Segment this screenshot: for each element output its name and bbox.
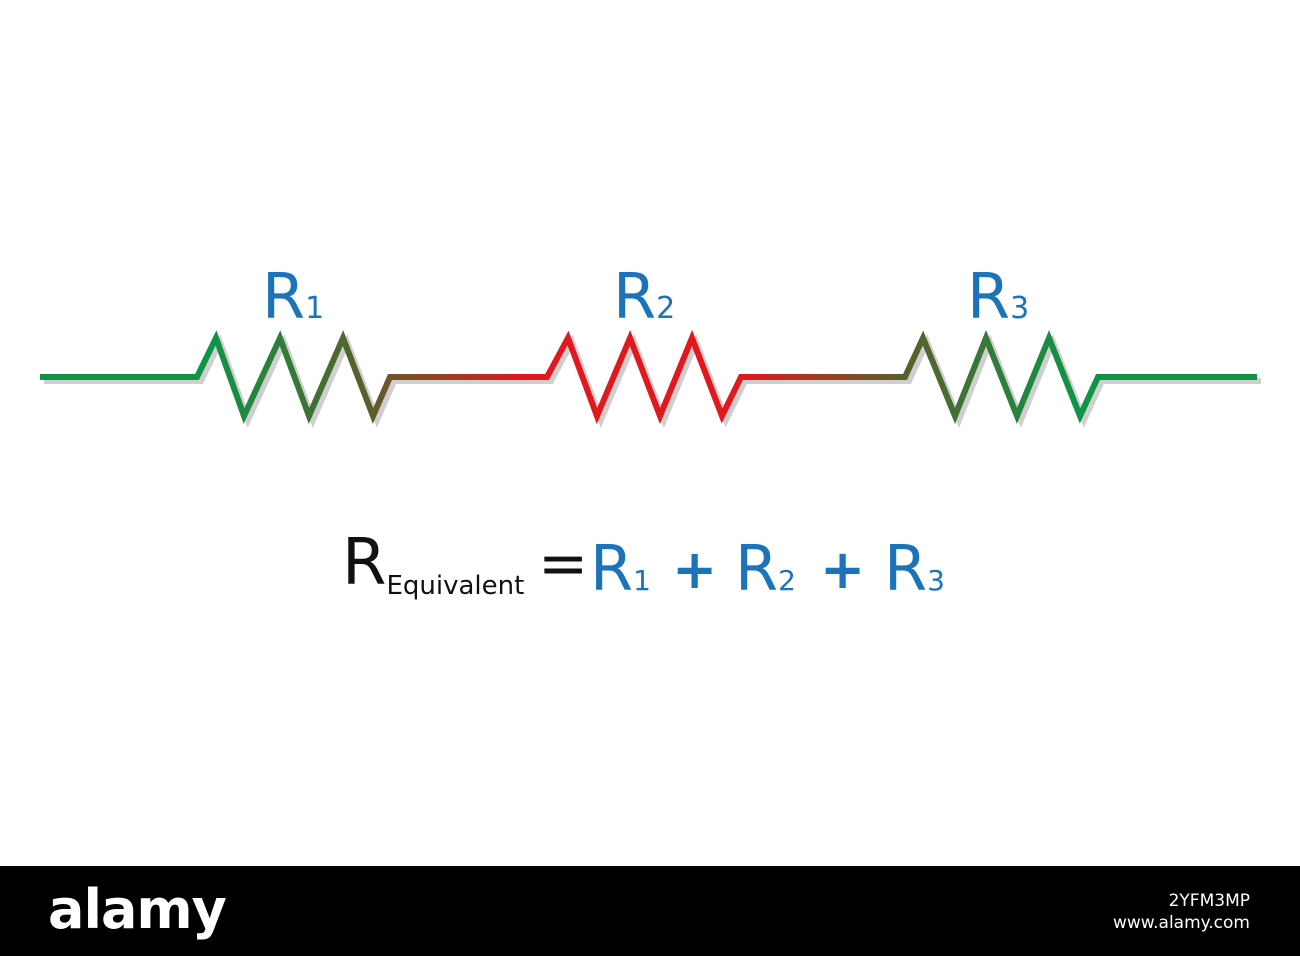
- formula-lhs: REquivalent: [342, 526, 524, 601]
- formula-term-r3: R3: [884, 532, 945, 605]
- watermark-bar: alamy 2YFM3MP www.alamy.com: [0, 866, 1300, 956]
- formula-plus-2: +: [820, 538, 865, 601]
- formula-equals: =: [538, 529, 588, 599]
- alamy-logo: alamy: [48, 878, 227, 941]
- resistor-label-r3: R3: [967, 260, 1029, 333]
- image-id: 2YFM3MP: [1168, 891, 1250, 911]
- formula-plus-1: +: [672, 538, 717, 601]
- resistor-label-r2: R2: [613, 260, 675, 333]
- circuit-wire: [40, 329, 1257, 425]
- stock-id: 2YFM3MP www.alamy.com: [1113, 890, 1250, 934]
- resistor-label-r1: R1: [262, 260, 324, 333]
- formula-term-r2: R2: [735, 532, 796, 605]
- site-url: www.alamy.com: [1112, 913, 1250, 933]
- formula-term-r1: R1: [590, 532, 651, 605]
- series-circuit-diagram: R1 R2 R3 REquivalent = R1 + R2 + R3: [40, 260, 1261, 605]
